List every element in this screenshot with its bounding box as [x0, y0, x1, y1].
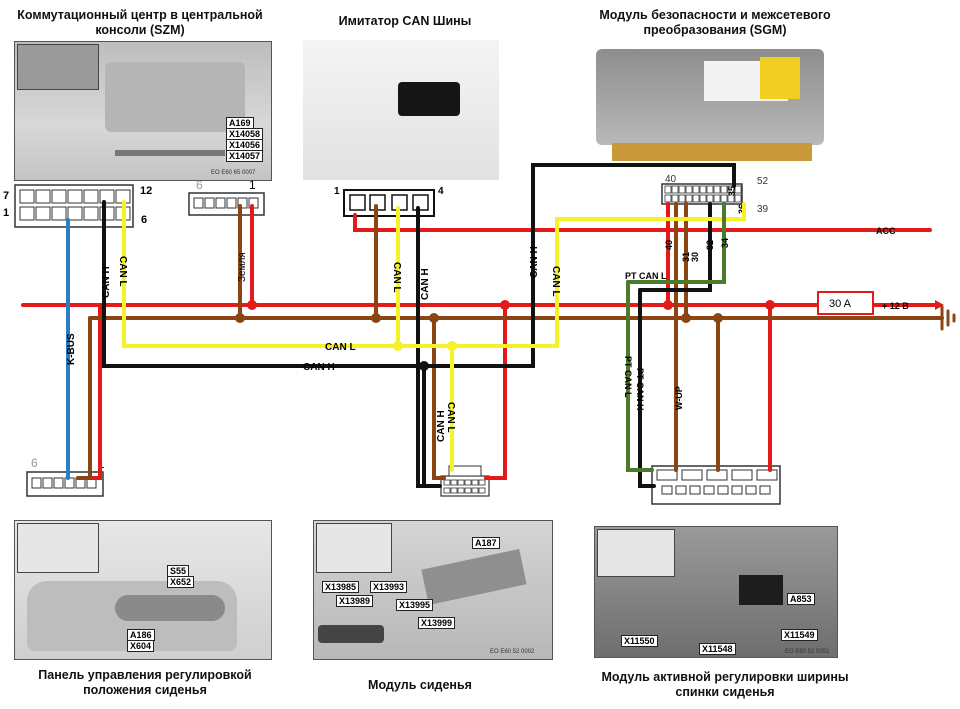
mid-can-l-label: CAN L	[325, 342, 356, 353]
wire-pin-31: 31	[681, 252, 691, 262]
kbus-label: K-BUS	[66, 333, 77, 365]
width-module-box	[739, 575, 783, 605]
sgm-connector	[661, 183, 743, 205]
red-wires	[21, 202, 937, 480]
pt-can-h-label: PT CAN H	[635, 368, 645, 411]
black-can-h-wires	[102, 163, 736, 488]
szm-pin-6: 6	[141, 214, 147, 226]
szm-pin-7: 7	[3, 190, 9, 202]
sgm-can-l-label: CAN L	[550, 266, 561, 297]
plus12-label: + 12 В	[882, 301, 909, 311]
sim-can-h-label: CAN H	[420, 268, 431, 300]
wire-pin-34: 34	[720, 238, 730, 248]
width-inset-photo	[597, 529, 675, 577]
sgm-pin-52: 52	[757, 176, 769, 187]
label-x11550: X11550	[621, 635, 658, 647]
wire-pin-30: 30	[690, 252, 700, 262]
sgm-title: Модуль безопасности и межсетевого преобр…	[599, 8, 831, 37]
sgm-can-h-label: CAN H	[529, 246, 540, 278]
seat-pin-6: 6	[31, 456, 38, 470]
seat-inset-photo	[17, 523, 99, 573]
brown-wires	[76, 202, 944, 480]
szm-photo-code: EO E60 65 0007	[211, 170, 256, 176]
szm-can-l-label: CAN L	[117, 256, 128, 287]
label-x652: X652	[167, 576, 195, 588]
seat-panel-title: Панель управления регулировкой положения…	[38, 668, 252, 697]
module-can-l-label: CAN L	[445, 402, 456, 433]
szm-photo: A169 X14058 X14056 X14057 EO E60 65 0007	[14, 41, 272, 181]
module-photo-code: EO E60 52 0002	[490, 649, 535, 655]
small-pin-6: 6	[196, 178, 203, 192]
szm-pin-12: 12	[140, 185, 152, 197]
label-x13989: X13989	[336, 595, 374, 607]
can-simulator-photo	[303, 40, 499, 180]
pt-can-l-top-label: PT CAN L	[625, 271, 667, 281]
label-x11548: X11548	[699, 643, 736, 655]
can-simulator-title: Имитатор CAN Шины	[338, 14, 472, 28]
arrow-head-icon	[935, 300, 944, 310]
can-sim-pin-4: 4	[438, 186, 444, 197]
width-photo-code: EO E60 52 0051	[785, 649, 830, 655]
console-slot-shape	[115, 150, 225, 156]
ground-icon	[940, 305, 956, 331]
control-panel-shape	[115, 595, 225, 621]
seat-module-connector	[440, 465, 490, 497]
szm-connector	[14, 184, 134, 228]
sgm-pin-39: 39	[757, 204, 769, 215]
pt-can-l-side-label: PT CAN L	[623, 356, 633, 398]
szm-inset-photo	[17, 44, 99, 90]
sgm-photo	[592, 43, 832, 165]
module-connector-shape	[318, 625, 384, 643]
szm-title: Коммутационный центр в центральной консо…	[17, 8, 263, 37]
szm-pin-1: 1	[3, 207, 9, 219]
fuse-30a	[817, 291, 874, 315]
width-module-photo: A853 X11550 X11549 X11548 EO E60 52 0051	[594, 526, 838, 658]
label-x13993: X13993	[370, 581, 408, 593]
width-module-title: Модуль активной регулировки ширины спинк…	[601, 670, 849, 699]
seat-module-photo: A187 X13985 X13993 X13989 X13995 X13999 …	[313, 520, 553, 660]
mid-can-h-label: CAN H	[303, 362, 335, 373]
wire-pin-40: 40	[664, 240, 674, 250]
seat-module-title: Модуль сиденья	[368, 678, 472, 692]
junction-dots	[235, 300, 775, 371]
wire-pin-32: 32	[705, 240, 715, 250]
sim-can-l-label: CAN L	[391, 262, 402, 293]
can-simulator-box	[398, 82, 460, 116]
ground-wire-label: Земля	[237, 252, 248, 282]
sgm-connector-block	[612, 143, 812, 161]
label-x11549: X11549	[781, 629, 818, 641]
label-x13995: X13995	[396, 599, 434, 611]
label-x13985: X13985	[322, 581, 360, 593]
module-can-h-label: CAN H	[436, 410, 447, 442]
fuse-label: 30 A	[829, 298, 852, 310]
acc-label: ACC	[876, 226, 896, 236]
center-console-shape	[105, 62, 245, 132]
width-module-connector	[651, 465, 781, 505]
seat-panel-photo: S55 X652 A186 X604	[14, 520, 272, 660]
yellow-can-l-wires	[122, 200, 746, 472]
w-up-label: W-UP	[674, 386, 684, 410]
label-a853: A853	[787, 593, 815, 605]
green-pt-can-l-wires	[626, 202, 726, 472]
label-x14057: X14057	[226, 150, 264, 162]
sgm-warning-sticker	[760, 57, 800, 99]
module-inset-photo	[316, 523, 392, 573]
label-a187: A187	[472, 537, 500, 549]
sgm-pin-40: 40	[665, 174, 677, 185]
can-sim-pin-1: 1	[334, 186, 340, 197]
sgm-pin-35: 35	[727, 186, 737, 196]
label-x13999: X13999	[418, 617, 456, 629]
can-simulator-connector	[343, 189, 435, 217]
small-connector	[188, 192, 265, 216]
szm-can-h-label: CAN H	[101, 266, 112, 298]
small-pin-1: 1	[249, 178, 256, 192]
label-x604: X604	[127, 640, 155, 652]
